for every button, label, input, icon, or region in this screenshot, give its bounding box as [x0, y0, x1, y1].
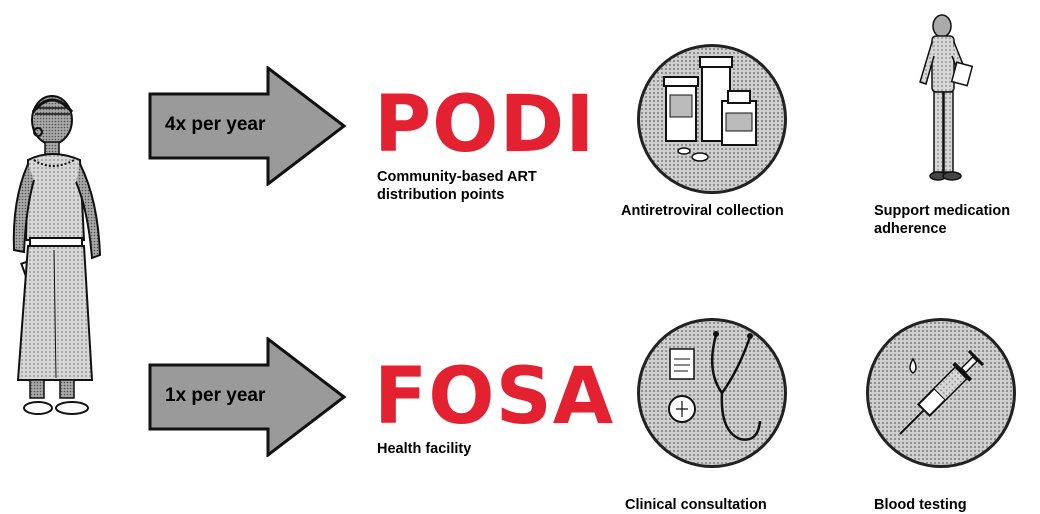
- arrow-fosa: [148, 337, 347, 457]
- service-caption-clinical: Clinical consultation: [625, 497, 767, 513]
- fosa-title: FOSA: [374, 352, 615, 442]
- health-worker-icon: [919, 14, 974, 181]
- fosa-frequency: 1x per year: [165, 385, 266, 406]
- stethoscope-icon: [668, 331, 762, 441]
- service-caption-adherence-line2: adherence: [874, 221, 947, 237]
- antiretroviral-collection-circle: [637, 44, 787, 194]
- podi-description-line1: Community-based ART: [377, 169, 537, 185]
- fosa-description: Health facility: [377, 441, 472, 457]
- podi-title: PODI: [374, 80, 596, 170]
- service-caption-blood: Blood testing: [874, 497, 967, 513]
- service-caption-antiretroviral: Antiretroviral collection: [621, 203, 784, 219]
- service-caption-adherence-line1: Support medication: [874, 203, 1011, 219]
- medicine-bottles-icon: [663, 56, 757, 162]
- woman-illustration: [12, 95, 102, 415]
- arrow-podi: [148, 66, 347, 186]
- blood-testing-circle: [866, 318, 1016, 468]
- clinical-consultation-circle: [637, 318, 787, 468]
- podi-frequency: 4x per year: [165, 114, 266, 135]
- syringe-icon: [899, 349, 985, 435]
- podi-description-line2: distribution points: [377, 187, 505, 203]
